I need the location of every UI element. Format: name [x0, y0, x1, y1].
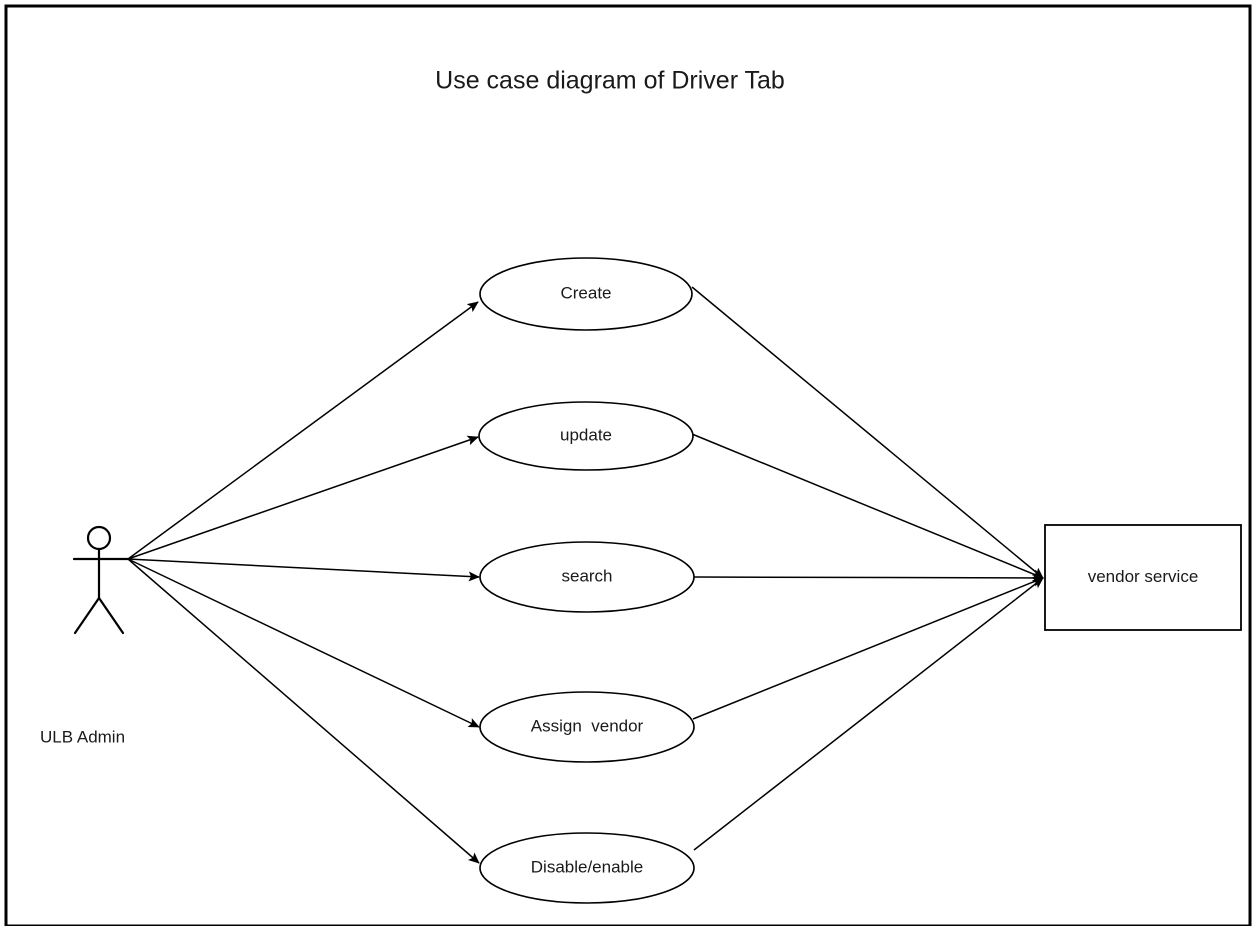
use-case-label: Assign vendor — [531, 716, 644, 735]
use-case-create[interactable]: Create — [479, 257, 693, 331]
actor-left-leg-line — [73, 596, 101, 635]
use-case-assign-vendor[interactable]: Assign vendor — [479, 691, 695, 763]
association-actor-to-search — [127, 558, 480, 582]
system-association-lines — [691, 286, 1044, 851]
use-case-disable-enable[interactable]: Disable/enable — [479, 832, 695, 904]
association-search-to-system — [693, 573, 1044, 583]
association-disable-enable-to-system — [693, 577, 1044, 851]
use-case-label: Disable/enable — [531, 857, 643, 876]
page-border — [4, 4, 1252, 926]
use-case-ellipse[interactable] — [478, 401, 694, 471]
use-case-ellipse[interactable] — [479, 541, 695, 613]
actor-association-lines — [127, 301, 480, 864]
use-case-ellipse[interactable] — [479, 257, 693, 331]
association-assign-vendor-to-system — [692, 577, 1044, 720]
association-actor-to-assign-vendor — [127, 558, 480, 728]
system-vendor-service[interactable]: vendor service — [1044, 524, 1242, 631]
use-case-update[interactable]: update — [478, 401, 694, 471]
actor-head-icon — [86, 525, 112, 551]
actor-label: ULB Admin — [40, 727, 125, 746]
use-case-label: Create — [560, 283, 611, 302]
use-case-label: update — [560, 425, 612, 444]
system-box-label: vendor service — [1088, 567, 1199, 586]
association-actor-to-disable-enable — [127, 558, 480, 864]
association-update-to-system — [691, 433, 1044, 579]
actor-ulb-admin — [72, 525, 130, 635]
association-actor-to-create — [127, 301, 479, 560]
page-title: Use case diagram of Driver Tab — [435, 67, 785, 95]
system-box[interactable] — [1044, 524, 1242, 631]
actor-right-leg-line — [97, 596, 125, 635]
use-case-label: search — [561, 566, 612, 585]
association-create-to-system — [691, 286, 1044, 579]
association-actor-to-update — [127, 435, 479, 560]
use-case-search[interactable]: search — [479, 541, 695, 613]
use-case-ellipse[interactable] — [479, 832, 695, 904]
use-case-ellipse[interactable] — [479, 691, 695, 763]
